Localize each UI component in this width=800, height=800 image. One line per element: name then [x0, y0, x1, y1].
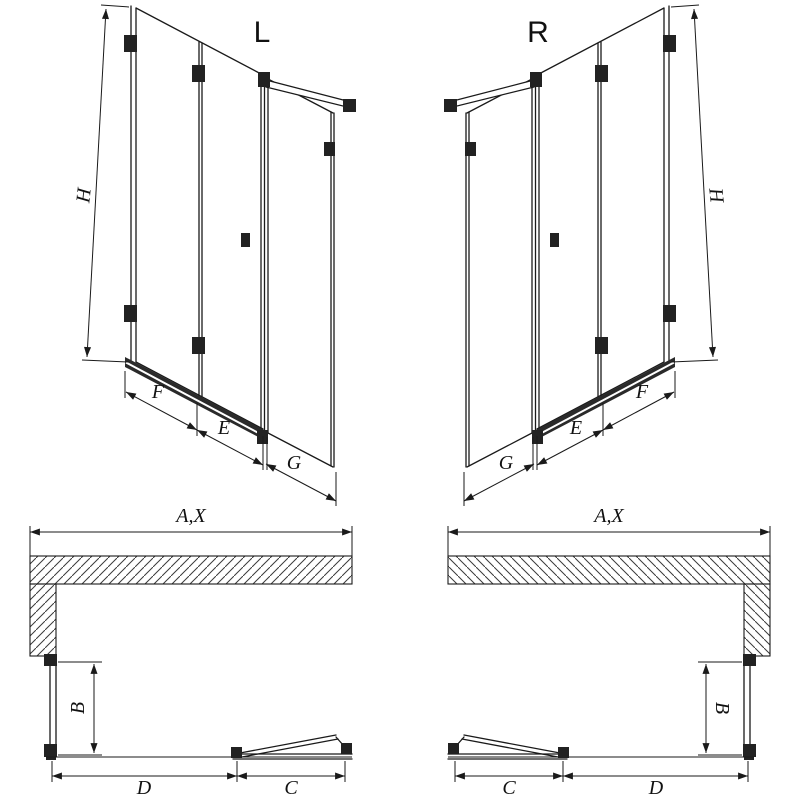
dim-label-d-right: D — [648, 777, 664, 799]
iso-left-labels: L H F E G — [72, 16, 302, 474]
iso-right-labels: R H F E G — [499, 16, 728, 474]
dim-label-e-left: E — [217, 417, 230, 439]
dim-label-b-left: B — [67, 702, 89, 714]
plan-right-drawing — [448, 526, 770, 782]
variant-label-right: R — [527, 16, 549, 49]
dim-label-g-right: G — [499, 452, 514, 474]
dim-label-h-right: H — [704, 186, 728, 205]
dim-label-d-left: D — [136, 777, 152, 799]
dim-label-c-right: C — [502, 777, 516, 799]
dim-label-f-right: F — [635, 381, 649, 403]
dim-label-f-left: F — [151, 381, 165, 403]
dim-label-ax-right: A,X — [592, 505, 624, 527]
plan-left-labels: A,X B D C — [67, 505, 298, 799]
variant-label-left: L — [254, 16, 271, 49]
dim-label-ax-left: A,X — [174, 505, 206, 527]
dim-label-h-left: H — [72, 185, 96, 204]
plan-left-drawing — [30, 526, 352, 782]
dim-label-c-left: C — [284, 777, 298, 799]
dim-label-b-right: B — [711, 702, 733, 714]
plan-right-labels: A,X B C D — [502, 505, 733, 799]
dim-label-e-right: E — [569, 417, 582, 439]
dim-label-g-left: G — [287, 452, 302, 474]
